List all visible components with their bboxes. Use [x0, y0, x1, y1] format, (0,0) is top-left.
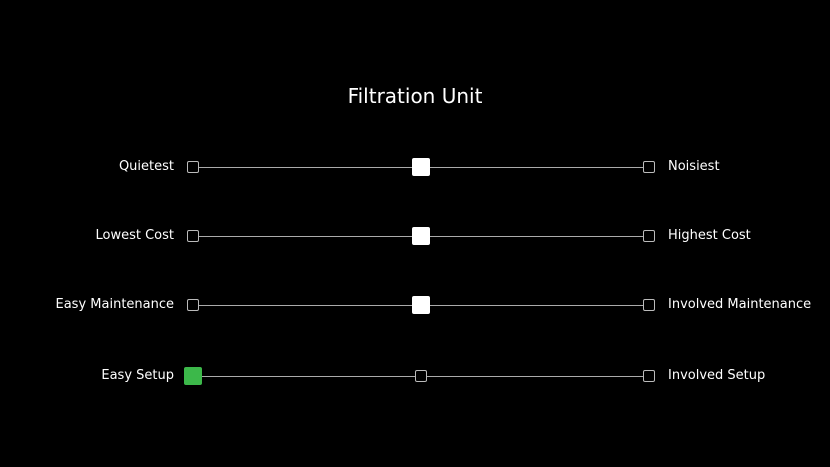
- slider-stop[interactable]: [415, 370, 427, 382]
- slider-thumb[interactable]: [412, 296, 430, 314]
- slider-stop[interactable]: [643, 230, 655, 242]
- slider-left-label: Lowest Cost: [95, 228, 174, 243]
- slider-stop[interactable]: [187, 161, 199, 173]
- slider-stop[interactable]: [187, 299, 199, 311]
- slider-thumb[interactable]: [412, 227, 430, 245]
- slider-right-label: Noisiest: [668, 159, 720, 174]
- cost-slider[interactable]: Lowest Cost Highest Cost: [0, 226, 830, 246]
- noise-slider[interactable]: Quietest Noisiest: [0, 157, 830, 177]
- maintenance-slider[interactable]: Easy Maintenance Involved Maintenance: [0, 295, 830, 315]
- slider-stop[interactable]: [643, 161, 655, 173]
- slider-left-label: Easy Maintenance: [55, 297, 175, 312]
- slider-thumb[interactable]: [412, 158, 430, 176]
- setup-slider[interactable]: Easy Setup Involved Setup: [0, 366, 830, 386]
- slider-right-label: Involved Maintenance: [668, 297, 812, 312]
- page-title: Filtration Unit: [347, 84, 483, 108]
- slider-stop[interactable]: [643, 299, 655, 311]
- slider-stop[interactable]: [187, 230, 199, 242]
- slider-right-label: Involved Setup: [668, 368, 766, 383]
- slider-thumb[interactable]: [184, 367, 202, 385]
- slider-right-label: Highest Cost: [668, 228, 751, 243]
- slider-left-label: Quietest: [118, 159, 174, 174]
- slider-stop[interactable]: [643, 370, 655, 382]
- slider-left-label: Easy Setup: [101, 368, 174, 383]
